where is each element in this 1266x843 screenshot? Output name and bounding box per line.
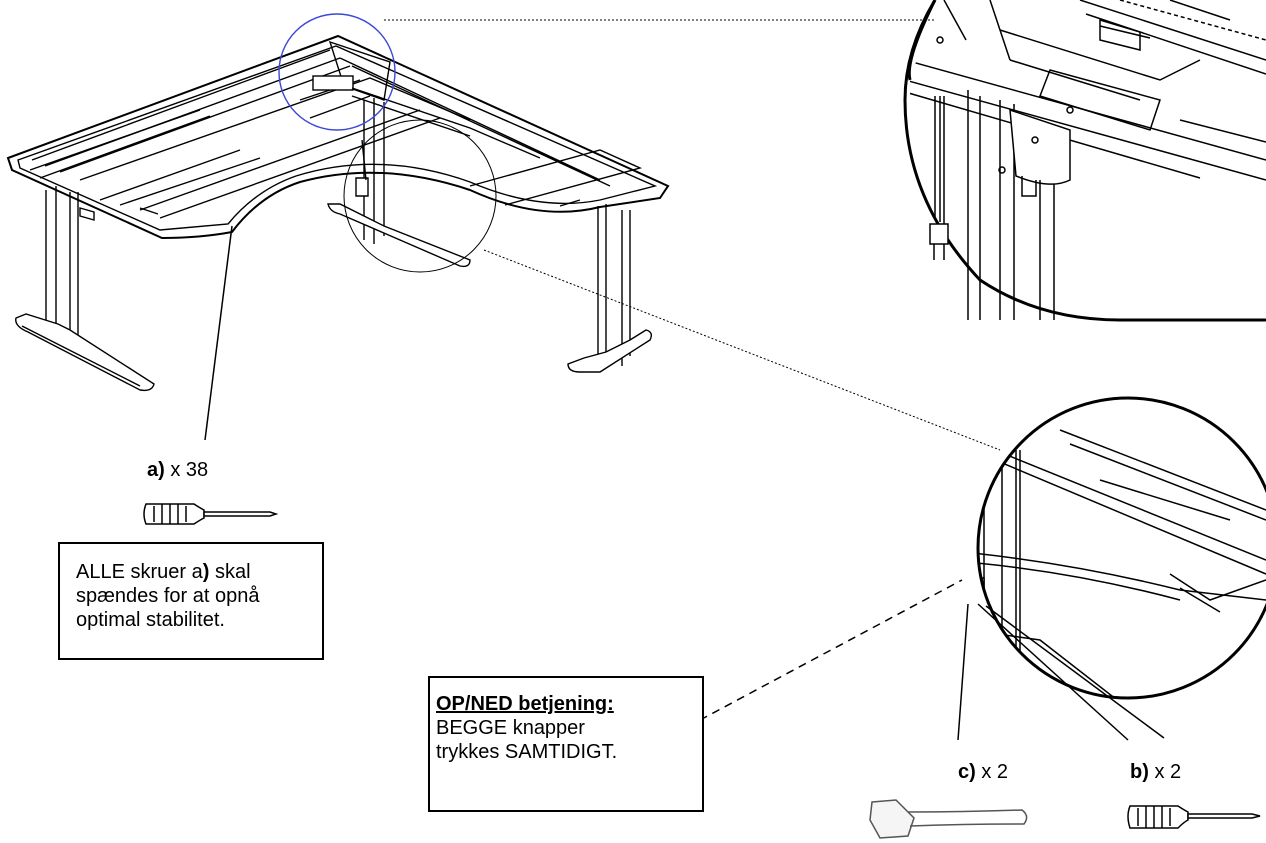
note-control-line1: BEGGE knapper	[436, 717, 585, 739]
label-a-qty: x 38	[164, 459, 209, 481]
label-b: b) x 2	[1130, 761, 1181, 784]
note-screws: ALLE skruer a) skal spændes for at opnå …	[58, 542, 324, 660]
note-control-line2: trykkes SAMTIDIGT.	[436, 741, 618, 763]
label-a-letter: a)	[147, 459, 165, 481]
label-b-qty: x 2	[1148, 761, 1182, 783]
leader-bottom	[483, 249, 1001, 451]
note-control-heading: OP/NED betjening:	[436, 693, 614, 715]
note-control: OP/NED betjening: BEGGE knapper trykkes …	[428, 676, 704, 812]
leg-detail-circle	[343, 119, 497, 273]
detail-top-right	[903, 0, 1266, 322]
note-screws-line3: optimal stabilitet.	[76, 609, 225, 631]
screwdriver-icon	[143, 503, 279, 525]
label-b-letter: b)	[1130, 761, 1149, 783]
label-a: a) x 38	[147, 459, 208, 482]
leader-control	[699, 579, 963, 721]
screwdriver-icon	[1127, 805, 1261, 829]
label-c-letter: c)	[958, 761, 976, 783]
desk-frame	[6, 34, 670, 392]
note-screws-line2: spændes for at opnå	[76, 585, 260, 607]
detail-bottom-right	[957, 396, 1266, 741]
pointer-a	[204, 225, 233, 441]
hex-key-icon	[869, 799, 1028, 839]
note-screws-line1: ALLE skruer a) skal	[76, 561, 251, 583]
label-c-qty: x 2	[975, 761, 1009, 783]
power-plug-icon	[929, 223, 949, 245]
label-c: c) x 2	[958, 761, 1008, 784]
top-detail-circle	[278, 13, 396, 131]
